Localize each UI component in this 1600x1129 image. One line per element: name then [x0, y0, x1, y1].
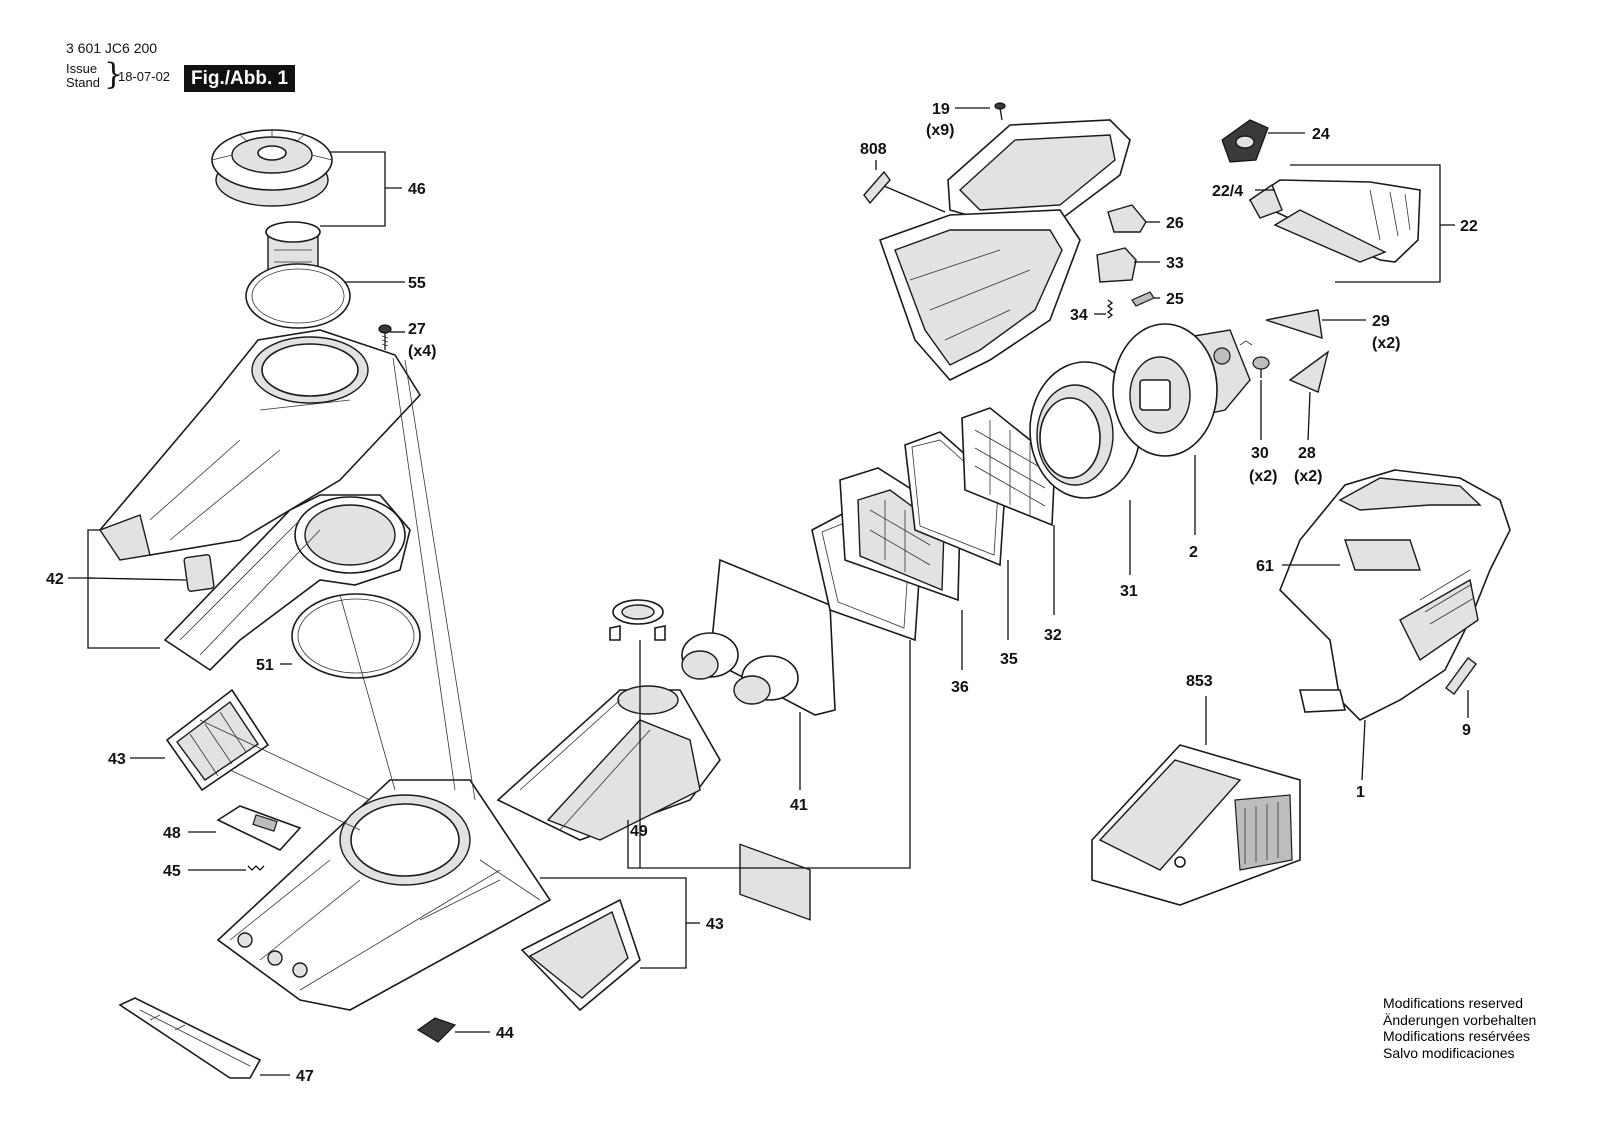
callout-26: 26 [1166, 215, 1184, 232]
part-48-latch [216, 805, 302, 851]
part-49-cyclone [496, 685, 721, 841]
callout-28-qty: (x2) [1294, 468, 1322, 485]
callout-35: 35 [1000, 651, 1018, 668]
part-808-label [863, 170, 891, 205]
callout-47: 47 [296, 1068, 314, 1085]
part-853-charger [1091, 744, 1301, 906]
callout-43-small: 43 [108, 751, 126, 768]
callout-22-4: 22/4 [1212, 183, 1243, 200]
part-43-small-filter [165, 688, 270, 792]
callout-30-qty: (x2) [1249, 468, 1277, 485]
callout-43-large: 43 [706, 916, 724, 933]
part-28-pad [1288, 350, 1330, 393]
callout-49: 49 [630, 823, 648, 840]
part-motor-housing [878, 119, 1131, 381]
callout-46: 46 [408, 181, 426, 198]
part-31-ring [1029, 361, 1141, 499]
part-41-filter-housing [681, 558, 836, 921]
part-35-gasket [904, 431, 1006, 567]
part-27-screw [378, 324, 392, 350]
callout-22: 22 [1460, 218, 1478, 235]
notice-fr: Modifications resérvées [1383, 1028, 1531, 1044]
part-34-spring [1106, 299, 1114, 319]
part-30-screw [1252, 356, 1270, 378]
figure-label: Fig./Abb. 1 [184, 65, 296, 92]
issue-date: 18-07-02 [118, 69, 171, 84]
callout-25: 25 [1166, 291, 1184, 308]
part-lower-container [216, 779, 552, 1011]
callout-29-qty: (x2) [1372, 335, 1400, 352]
part-44-button [416, 1017, 457, 1043]
part-49-collar [609, 599, 666, 641]
part-55-gasket [245, 263, 351, 329]
part-22-electronics [1248, 179, 1421, 263]
callout-9: 9 [1462, 722, 1471, 739]
part-upper-housing [98, 329, 422, 561]
part-19-screw [994, 102, 1006, 121]
callout-61: 61 [1256, 558, 1274, 575]
part-43-large-filter [520, 898, 641, 1012]
part-24-switch [1221, 119, 1269, 163]
callout-19-qty: (x9) [926, 122, 954, 139]
stand-label: Stand [66, 75, 100, 90]
callout-27: 27 [408, 321, 426, 338]
part-29-pad [1265, 309, 1323, 340]
document-number: 3 601 JC6 200 [66, 40, 158, 56]
callout-1: 1 [1356, 784, 1365, 801]
issue-label: Issue [66, 61, 98, 76]
callout-2: 2 [1189, 544, 1198, 561]
callout-36: 36 [951, 679, 969, 696]
callout-48: 48 [163, 825, 181, 842]
part-47-bottom [118, 997, 262, 1079]
leader-lines [68, 107, 1469, 1076]
part-ring-frame [163, 494, 411, 672]
part-2-motor-fan [1112, 323, 1253, 457]
callout-44: 44 [496, 1025, 514, 1042]
callout-labels: 46 55 27 (x4) 42 51 43 48 45 43 44 47 49… [46, 101, 1478, 1085]
part-46-cap [211, 129, 333, 207]
notice-de: Änderungen vorbehalten [1383, 1011, 1537, 1028]
modifications-notice: Modifications reserved Änderungen vorbeh… [1383, 995, 1536, 1061]
part-25-pin [1131, 291, 1155, 307]
callout-808: 808 [860, 141, 887, 158]
notice-en: Modifications reserved [1383, 995, 1524, 1011]
callout-33: 33 [1166, 255, 1184, 272]
callout-24: 24 [1312, 126, 1330, 143]
callout-42: 42 [46, 571, 64, 588]
callout-31: 31 [1120, 583, 1138, 600]
callout-55: 55 [408, 275, 426, 292]
issue-stand-label: Issue Stand [66, 62, 100, 90]
callout-30: 30 [1251, 445, 1269, 462]
part-33-block [1096, 247, 1137, 283]
brace-symbol: } [104, 57, 124, 92]
part-51-seal [291, 593, 421, 679]
callout-29: 29 [1372, 313, 1390, 330]
part-9-label [1445, 657, 1477, 695]
callout-51: 51 [256, 657, 274, 674]
callout-27-qty: (x4) [408, 343, 436, 360]
callout-28: 28 [1298, 445, 1316, 462]
part-45-spring [247, 865, 265, 871]
part-1-handle-housing [1279, 469, 1511, 721]
callout-41: 41 [790, 797, 808, 814]
part-26-cap [1107, 204, 1147, 233]
part-32-filter [961, 407, 1056, 527]
callout-34: 34 [1070, 307, 1088, 324]
callout-19: 19 [932, 101, 950, 118]
callout-45: 45 [163, 863, 181, 880]
callout-32: 32 [1044, 627, 1062, 644]
callout-853: 853 [1186, 673, 1213, 690]
notice-es: Salvo modificaciones [1383, 1044, 1515, 1061]
